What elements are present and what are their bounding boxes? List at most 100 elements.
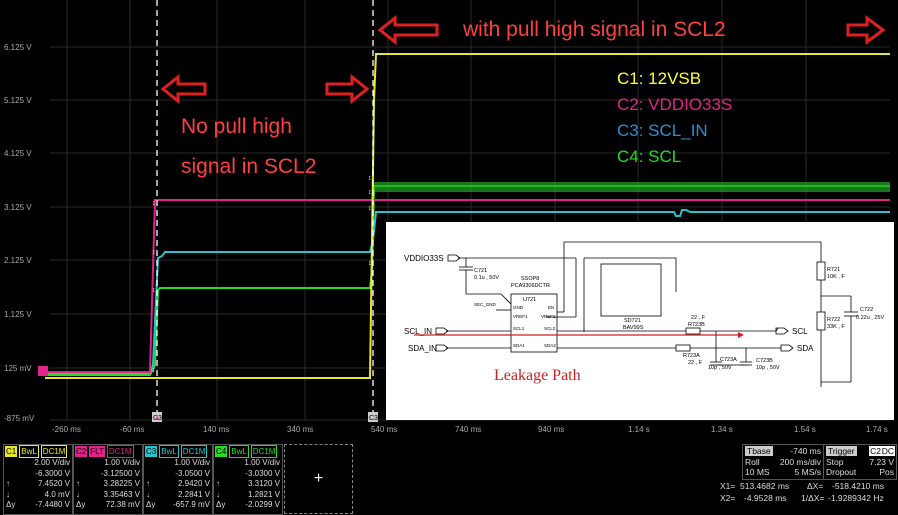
trigger-slope: Pos — [879, 467, 894, 477]
channel-tag: BwL — [159, 445, 179, 458]
svg-text:↕: ↕ — [152, 367, 156, 374]
channel-tag: BwL — [19, 445, 39, 458]
add-channel-button[interactable]: + — [284, 444, 353, 514]
label-sd721: SD721 — [624, 318, 641, 324]
label-r723b: R723B — [688, 322, 705, 328]
channel-row: ↑3.28225 V — [76, 479, 140, 488]
x-axis-label: 740 ms — [455, 425, 482, 434]
x-axis-label: -260 ms — [52, 425, 81, 434]
channel-id: C4 — [215, 446, 228, 457]
channel-id: C1 — [5, 446, 18, 457]
arrow-right-icon — [846, 15, 886, 45]
y-axis-label: 1.125 V — [4, 310, 32, 319]
svg-text:↕: ↕ — [368, 260, 372, 267]
channel-vdiv: 1.00 V/div — [174, 458, 210, 467]
trigger-panel[interactable]: Trigger C2 DC Stop 7.23 V Dropout Pos — [823, 444, 897, 480]
label-c723a: C723A — [720, 357, 737, 363]
channel-row: ↓1.2821 V — [216, 489, 280, 499]
channel-tag: DC1M — [106, 445, 134, 458]
x-axis-label: 1.74 s — [866, 425, 888, 434]
channel-row: ↑7.4520 V — [6, 479, 70, 488]
x-axis-label: 940 ms — [538, 425, 565, 434]
c4-scl-trace-noise — [374, 182, 890, 192]
label-gnd: GND — [513, 305, 524, 310]
no-pull-annotation-line1: No pull high — [181, 115, 292, 138]
label-sda: SDA — [797, 344, 814, 353]
label-c721: C721 — [474, 268, 487, 274]
label-c722: C722 — [860, 307, 873, 313]
x-axis-label: 140 ms — [203, 425, 230, 434]
leakage-path-label: Leakage Path — [494, 367, 581, 384]
x2-value: -4.9528 ms — [744, 493, 787, 503]
label-sda1: SDA1 — [513, 343, 525, 348]
channel-id: C2 — [75, 446, 88, 457]
channel-panel-c3[interactable]: C3 BwL DC1M 1.00 V/div -3.0500 V ↑2.9420… — [143, 444, 213, 515]
arrow-left-icon — [160, 73, 207, 105]
channel-panel-c4[interactable]: C4 BwL DC1M 1.00 V/div -3.0300 V ↑3.3120… — [213, 444, 283, 515]
x1-label: X1= — [720, 481, 736, 491]
channel-header: C3 BwL DC1M — [144, 445, 212, 458]
label-r722-val: 33K , F — [827, 324, 845, 330]
channel-row: ↓3.35463 V — [76, 489, 140, 499]
trigger-coupling-badge: DC — [880, 446, 895, 456]
channel-row: Δy-657.9 mV — [146, 500, 210, 509]
ch-level-marker[interactable] — [38, 366, 48, 376]
trigger-label: Trigger — [826, 446, 857, 456]
trigger-type: Dropout — [826, 467, 857, 477]
label-r723a-val: 22 , F — [688, 360, 703, 366]
label-scl1: SCL1 — [513, 326, 525, 331]
channel-tag: BwL — [229, 445, 249, 458]
label-vref1: VREF1 — [513, 314, 528, 319]
cursor-x1-flag[interactable] — [368, 412, 378, 422]
y-axis-label: 125 mV — [4, 364, 32, 373]
label-r722: R722 — [827, 317, 840, 323]
label-u721: U721 — [523, 297, 536, 303]
timebase-rate: 200 ms/div — [779, 457, 821, 467]
label-r721-val: 10K , F — [827, 274, 845, 280]
channel-panel-c1[interactable]: C1 BwL DC1M 2.00 V/div -6.3000 V ↑7.4520… — [3, 444, 73, 515]
svg-text:↕: ↕ — [152, 287, 156, 294]
channel-panel-c2[interactable]: C2 FLT DC1M 1.00 V/div -3.12500 V ↑3.282… — [73, 444, 143, 515]
annotation-arrows — [160, 14, 886, 105]
label-c723b-val: 10p , 50V — [756, 365, 780, 371]
channel-row: ↓2.2841 V — [146, 489, 210, 499]
channel-tag: DC1M — [180, 445, 208, 458]
channel-offset: -3.0300 V — [245, 468, 280, 478]
label-r723b-val: 22 , F — [691, 315, 706, 321]
channel-tag: DC1M — [250, 445, 278, 458]
y-axis-label: 3.125 V — [4, 203, 32, 212]
timebase-panel[interactable]: Tbase -740 ms Roll 200 ms/div 10 MS 5 MS… — [742, 444, 824, 480]
c2-vddio-trace — [40, 199, 890, 373]
schematic-drawing: VDDIO33S C721 0.1u , 50V SSOP8 PCA9306DC… — [404, 241, 884, 387]
c1-12vsb-trace — [45, 53, 890, 379]
x-axis-label: 1.14 s — [628, 425, 650, 434]
timebase-value: -740 ms — [790, 446, 821, 456]
timebase-srate: 5 MS/s — [794, 467, 821, 477]
label-c722-val: 0.22u , 25V — [856, 315, 884, 321]
label-vref2: VREF2 — [541, 314, 556, 319]
label-scl: SCL — [792, 327, 808, 336]
legend-c1: C1: 12VSB — [617, 69, 702, 88]
legend-c4: C4: SCL — [617, 147, 682, 166]
x-axis-label: -60 ms — [120, 425, 145, 434]
c3-scl-in-trace — [45, 209, 890, 374]
svg-text:↕: ↕ — [368, 189, 372, 196]
trigger-position-marker — [155, 416, 159, 420]
channel-tag: FLT — [89, 446, 105, 457]
arrow-left-icon — [377, 14, 439, 46]
channel-offset: -3.12500 V — [100, 468, 140, 478]
timebase-samples: 10 MS — [745, 467, 770, 477]
channel-header: C4 BwL DC1M — [214, 445, 282, 458]
y-axis-label: 2.125 V — [4, 256, 32, 265]
x1-value: 513.4682 ms — [740, 481, 790, 491]
channel-row: ↑2.9420 V — [146, 479, 210, 488]
plus-icon: + — [313, 470, 324, 487]
inv-dx-value: -1.9289342 Hz — [828, 493, 884, 503]
label-r723a: R723A — [683, 353, 700, 359]
label-part: PCA9306DCTR — [511, 283, 550, 289]
label-sec-gnd: SEC_GND — [474, 302, 497, 307]
channel-tag: DC1M — [40, 445, 68, 458]
trigger-state: Stop — [826, 457, 844, 467]
